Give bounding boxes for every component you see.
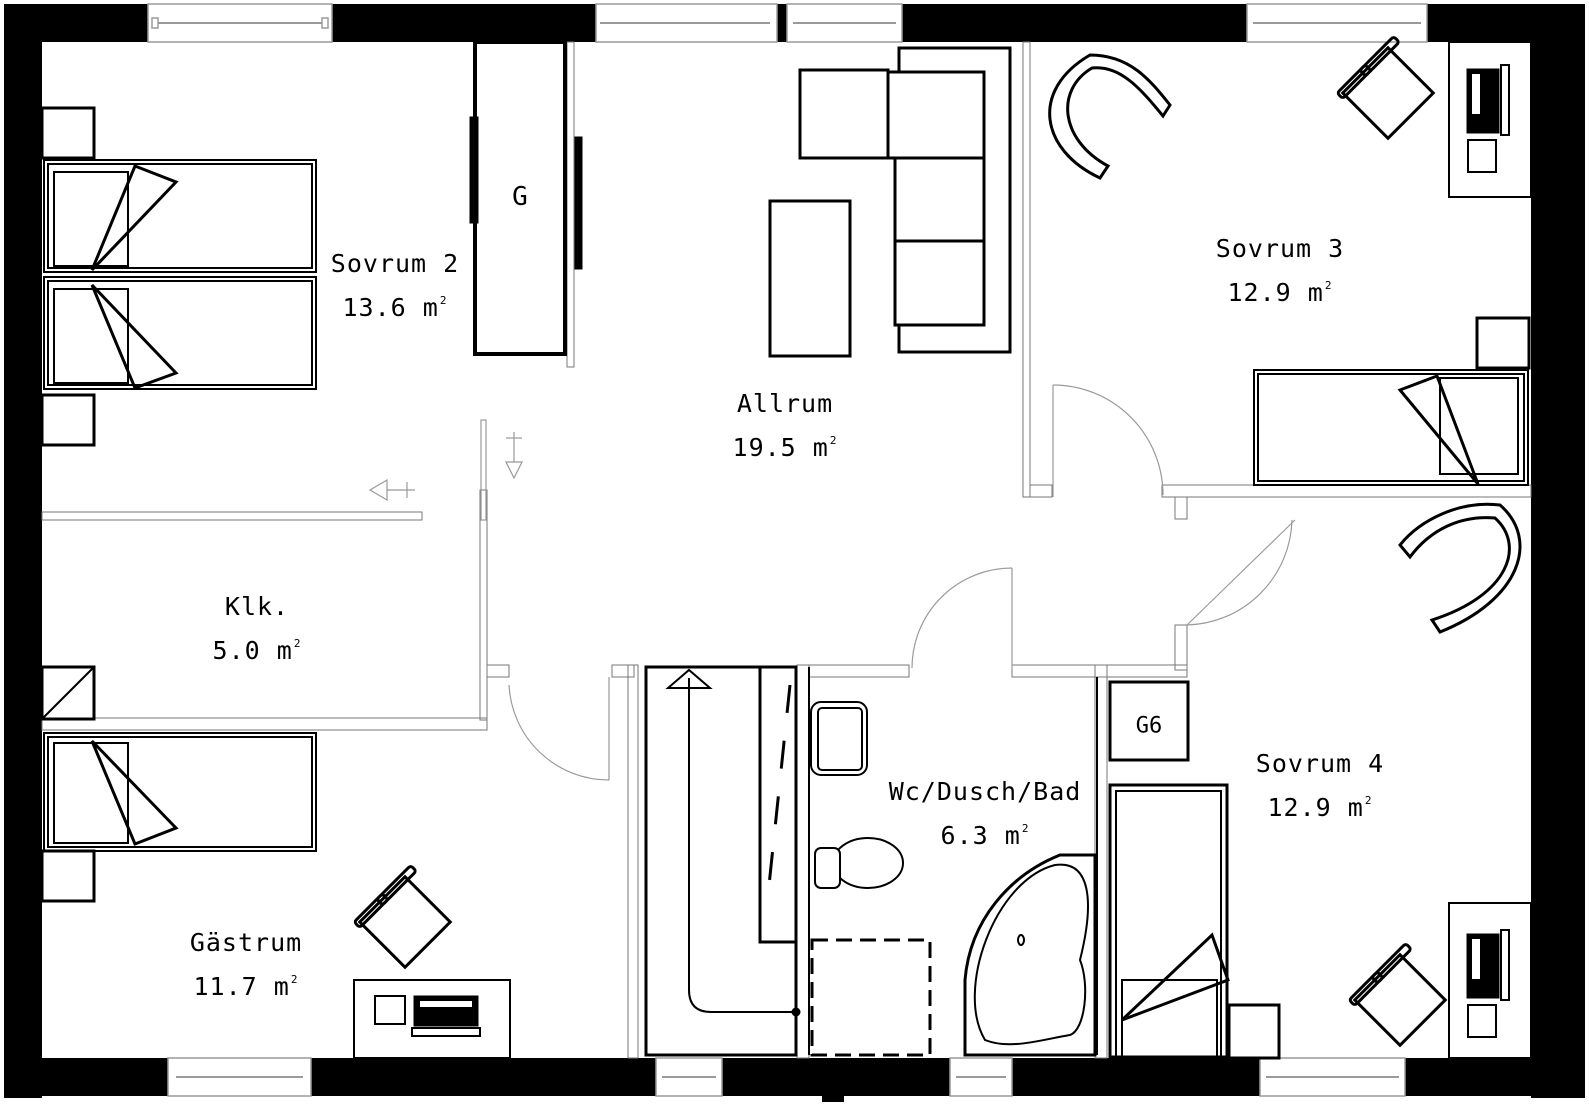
window-top-1 <box>147 3 333 43</box>
room-label-gastrum: Gästrum 11.7 m2 <box>190 924 302 1005</box>
room-name: Gästrum <box>189 928 303 957</box>
sofa-seat <box>798 68 890 160</box>
room-name: Sovrum 3 <box>1215 234 1345 263</box>
nightstand <box>1227 1003 1281 1060</box>
room-area: 13.6 m2 <box>342 293 448 322</box>
window-top-2 <box>595 3 778 43</box>
nightstand <box>1475 316 1531 370</box>
bed <box>43 732 317 852</box>
bathtub <box>963 853 1097 1057</box>
armchair <box>1398 502 1522 634</box>
room-area: 6.3 m2 <box>940 821 1030 850</box>
window-bottom-3 <box>949 1057 1013 1097</box>
office-chair <box>1336 36 1436 141</box>
window-bottom-1 <box>167 1057 312 1097</box>
sliding-door-arrows <box>368 419 523 521</box>
storage <box>644 665 798 1057</box>
room-name: Sovrum 4 <box>1255 749 1385 778</box>
desk <box>1448 902 1532 1059</box>
room-name: Allrum <box>736 389 834 418</box>
window-bottom-4 <box>1259 1057 1406 1097</box>
armchair <box>1048 53 1172 180</box>
furniture <box>40 36 1532 1060</box>
room-area: 11.7 m2 <box>193 972 299 1001</box>
room-label-sovrum-3: Sovrum 3 12.9 m2 <box>1216 230 1344 311</box>
coffee-table <box>768 199 852 358</box>
room-name: Sovrum 2 <box>330 249 460 278</box>
bathroom-walls <box>808 667 1098 1055</box>
room-label-sovrum-4: Sovrum 4 12.9 m2 <box>1256 745 1384 826</box>
room-label-sovrum-2: Sovrum 2 13.6 m2 <box>331 245 459 326</box>
shelf <box>40 665 96 721</box>
exterior-walls <box>4 4 1585 1102</box>
wardrobe-label: G <box>512 182 528 212</box>
window-bottom-2 <box>655 1057 723 1097</box>
window-top-3 <box>786 3 903 43</box>
office-chair <box>353 865 453 970</box>
wardrobe-g6-label: G6 <box>1135 713 1163 739</box>
desk <box>353 979 511 1059</box>
nightstand <box>40 849 96 903</box>
room-area: 19.5 m2 <box>732 433 838 462</box>
bed <box>43 159 317 273</box>
nightstand <box>40 393 96 447</box>
room-label-klk: Klk. 5.0 m2 <box>213 588 302 669</box>
office-chair <box>1348 943 1448 1048</box>
windows <box>147 3 1428 1097</box>
bed <box>43 276 317 390</box>
desk <box>1448 41 1532 198</box>
bed <box>1253 369 1529 486</box>
doors <box>508 384 1296 781</box>
nightstand <box>40 106 96 160</box>
wardrobe-g6 <box>1108 680 1190 762</box>
shower-area <box>810 938 932 1057</box>
interior-walls <box>41 41 1532 1059</box>
room-name: Klk. <box>224 592 290 621</box>
room-label-allrum: Allrum 19.5 m2 <box>733 385 838 466</box>
room-area: 12.9 m2 <box>1227 278 1333 307</box>
room-area: 12.9 m2 <box>1267 793 1373 822</box>
room-label-wc-dusch-bad: Wc/Dusch/Bad 6.3 m2 <box>889 773 1082 854</box>
room-area: 5.0 m2 <box>212 636 302 665</box>
sink <box>810 701 868 776</box>
window-top-5 <box>1246 3 1428 43</box>
room-name: Wc/Dusch/Bad <box>888 777 1082 806</box>
